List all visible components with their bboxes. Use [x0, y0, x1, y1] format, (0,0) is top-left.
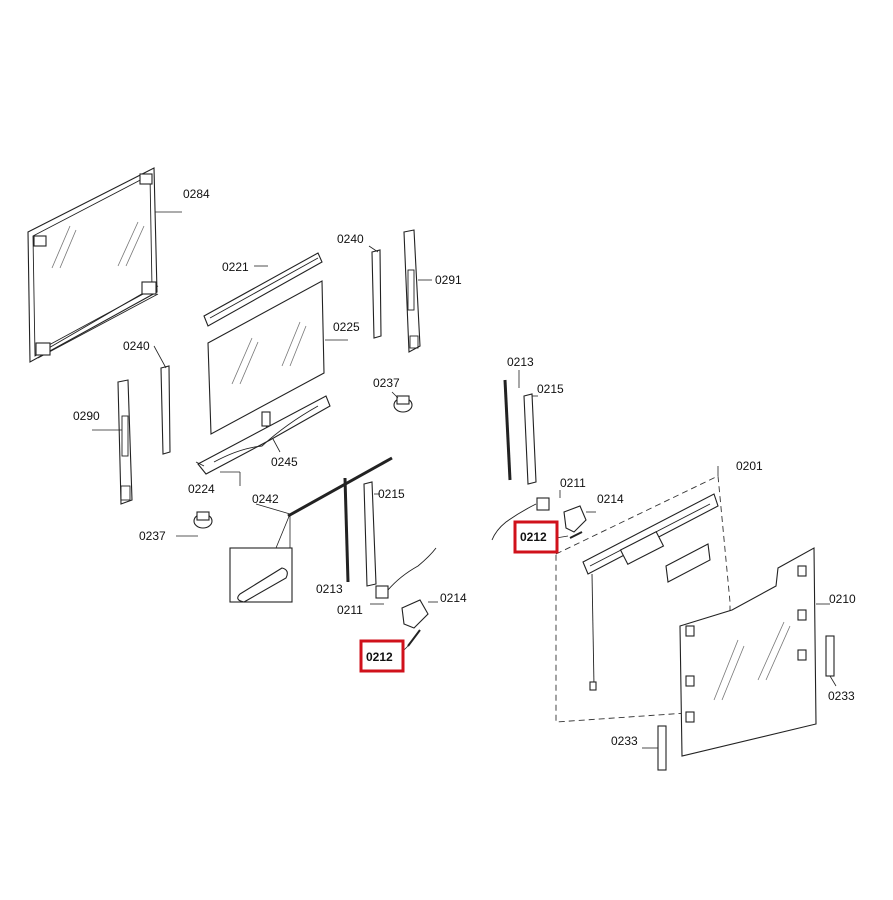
label-0242: 0242	[252, 492, 279, 506]
part-0211-microswitch-upper[interactable]	[491, 490, 561, 541]
highlight-0212-upper[interactable]: 0212	[513, 520, 559, 554]
label-0213-right: 0213	[507, 355, 534, 369]
label-0225: 0225	[333, 320, 360, 334]
part-0214-lock-lower[interactable]	[401, 599, 438, 629]
label-0210: 0210	[829, 592, 856, 606]
part-0237-knob-lower[interactable]	[176, 511, 213, 537]
part-0233-clip-right[interactable]	[825, 635, 837, 687]
highlight-0212-lower[interactable]: 0212	[359, 639, 405, 673]
label-0201: 0201	[736, 459, 763, 473]
part-0210-inner-panel[interactable]	[679, 547, 830, 757]
label-0237-lower: 0237	[139, 529, 166, 543]
label-0215-right: 0215	[537, 382, 564, 396]
label-0214-lower: 0214	[440, 591, 467, 605]
part-0291-hinge-rail[interactable]	[403, 229, 432, 353]
part-0284-door-glass[interactable]	[27, 167, 182, 363]
part-0240-strip-left[interactable]	[153, 345, 171, 455]
label-0233-bottom: 0233	[611, 734, 638, 748]
part-0240-strip-upper[interactable]	[368, 245, 382, 339]
label-0213-left: 0213	[316, 582, 343, 596]
label-0221: 0221	[222, 260, 249, 274]
part-0233-clip-bottom[interactable]	[642, 725, 667, 771]
label-0237-upper: 0237	[373, 376, 400, 390]
label-0212-upper: 0212	[520, 530, 547, 544]
label-0212-lower: 0212	[366, 650, 393, 664]
part-0212-pin-lower[interactable]	[401, 629, 421, 653]
part-0211-microswitch-lower[interactable]	[370, 547, 437, 605]
part-0214-lock-upper[interactable]	[563, 505, 596, 533]
part-0215-strip-right[interactable]	[523, 393, 538, 485]
part-0242-seal[interactable]	[229, 456, 393, 603]
part-0213-rod-right[interactable]	[503, 370, 520, 481]
part-0237-knob-upper[interactable]	[391, 391, 413, 413]
part-0213-rod-left[interactable]	[343, 477, 350, 583]
label-0284: 0284	[183, 187, 210, 201]
part-0290-hinge-rail[interactable]	[92, 379, 133, 505]
part-0212-pin-upper[interactable]	[555, 531, 583, 539]
part-0215-strip-left[interactable]	[363, 481, 380, 587]
label-0211-lower: 0211	[337, 603, 363, 617]
part-0225-inner-glass[interactable]	[207, 280, 348, 435]
label-0214-upper: 0214	[597, 492, 624, 506]
label-0211-upper: 0211	[560, 476, 586, 490]
label-0240-left: 0240	[123, 339, 150, 353]
part-0221-top-trim[interactable]	[203, 252, 323, 327]
label-0245: 0245	[271, 455, 298, 469]
label-0291: 0291	[435, 273, 462, 287]
label-0215-left: 0215	[378, 487, 405, 501]
label-0224: 0224	[188, 482, 215, 496]
part-0224-bottom-trim[interactable]	[195, 395, 331, 486]
label-0233-right: 0233	[828, 689, 855, 703]
label-0290: 0290	[73, 409, 100, 423]
label-0240-upper: 0240	[337, 232, 364, 246]
